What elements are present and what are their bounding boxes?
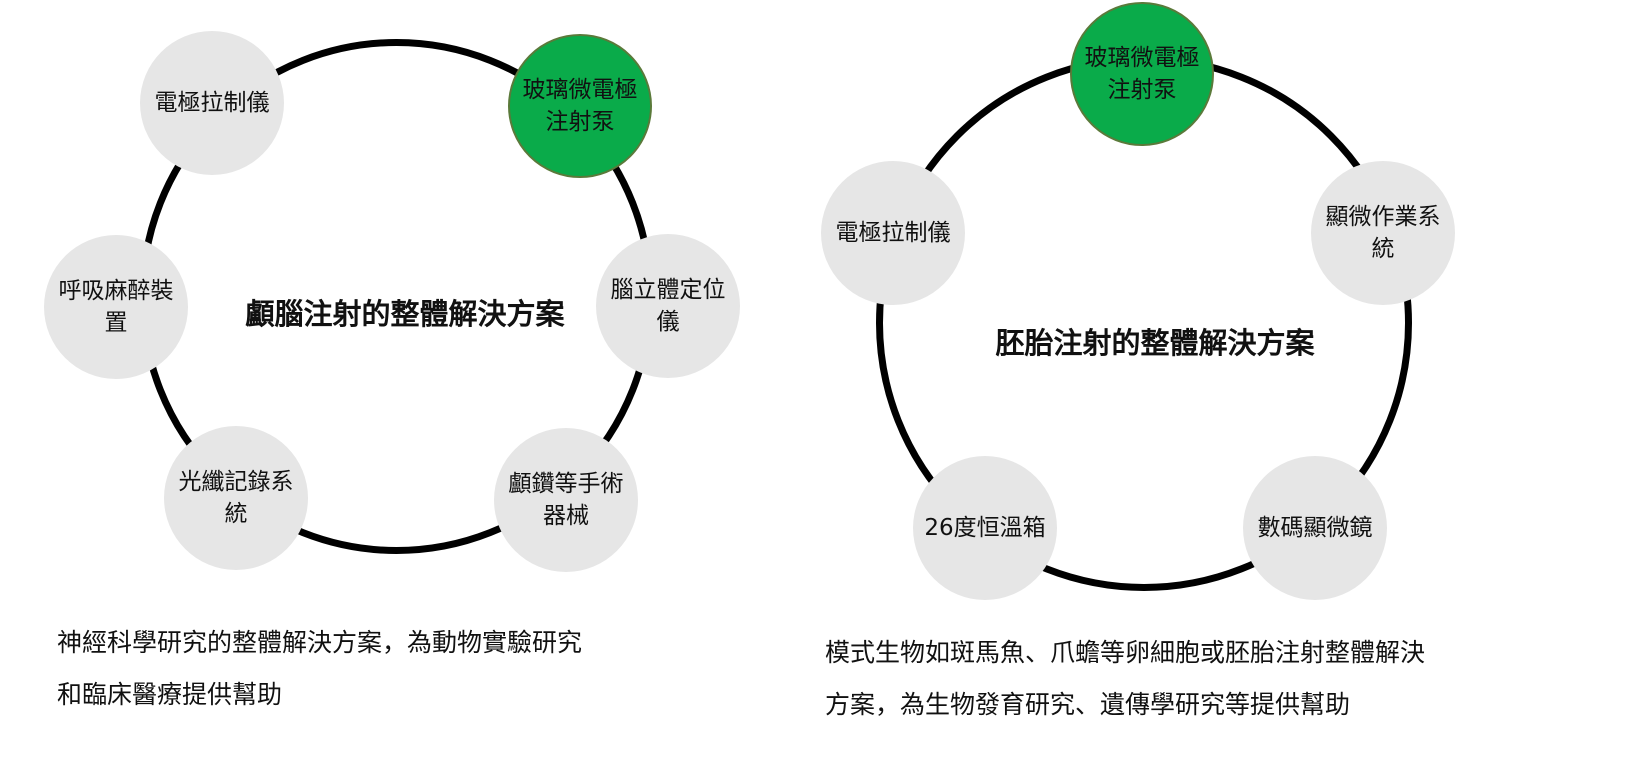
left-title: 顱腦注射的整體解決方案 <box>245 297 565 331</box>
node-electrode-puller: 電極拉制儀 <box>821 161 965 305</box>
right-title: 胚胎注射的整體解決方案 <box>995 326 1315 360</box>
right-caption: 模式生物如斑馬魚、爪蟾等卵細胞或胚胎注射整體解決 方案，為生物發育研究、遺傳學研… <box>825 638 1426 719</box>
node-incubator: 26度恒溫箱 <box>913 456 1057 600</box>
node-electrode-puller: 電極拉制儀 <box>140 31 284 175</box>
node-anesthesia-device: 呼吸麻醉裝置 <box>44 235 188 379</box>
node-microinjection-pump: 玻璃微電極注射泵 <box>1070 2 1214 146</box>
node-microinjection-pump: 玻璃微電極注射泵 <box>508 34 652 178</box>
node-digital-microscope: 數碼顯微鏡 <box>1243 456 1387 600</box>
node-micromanipulation-system: 顯微作業系統 <box>1311 161 1455 305</box>
left-caption: 神經科學研究的整體解決方案，為動物實驗研究 和臨床醫療提供幫助 <box>57 628 583 709</box>
node-surgical-instruments: 顱鑽等手術器械 <box>494 428 638 572</box>
node-stereotaxic-instrument: 腦立體定位儀 <box>596 234 740 378</box>
node-fiber-recording-system: 光纖記錄系統 <box>164 426 308 570</box>
